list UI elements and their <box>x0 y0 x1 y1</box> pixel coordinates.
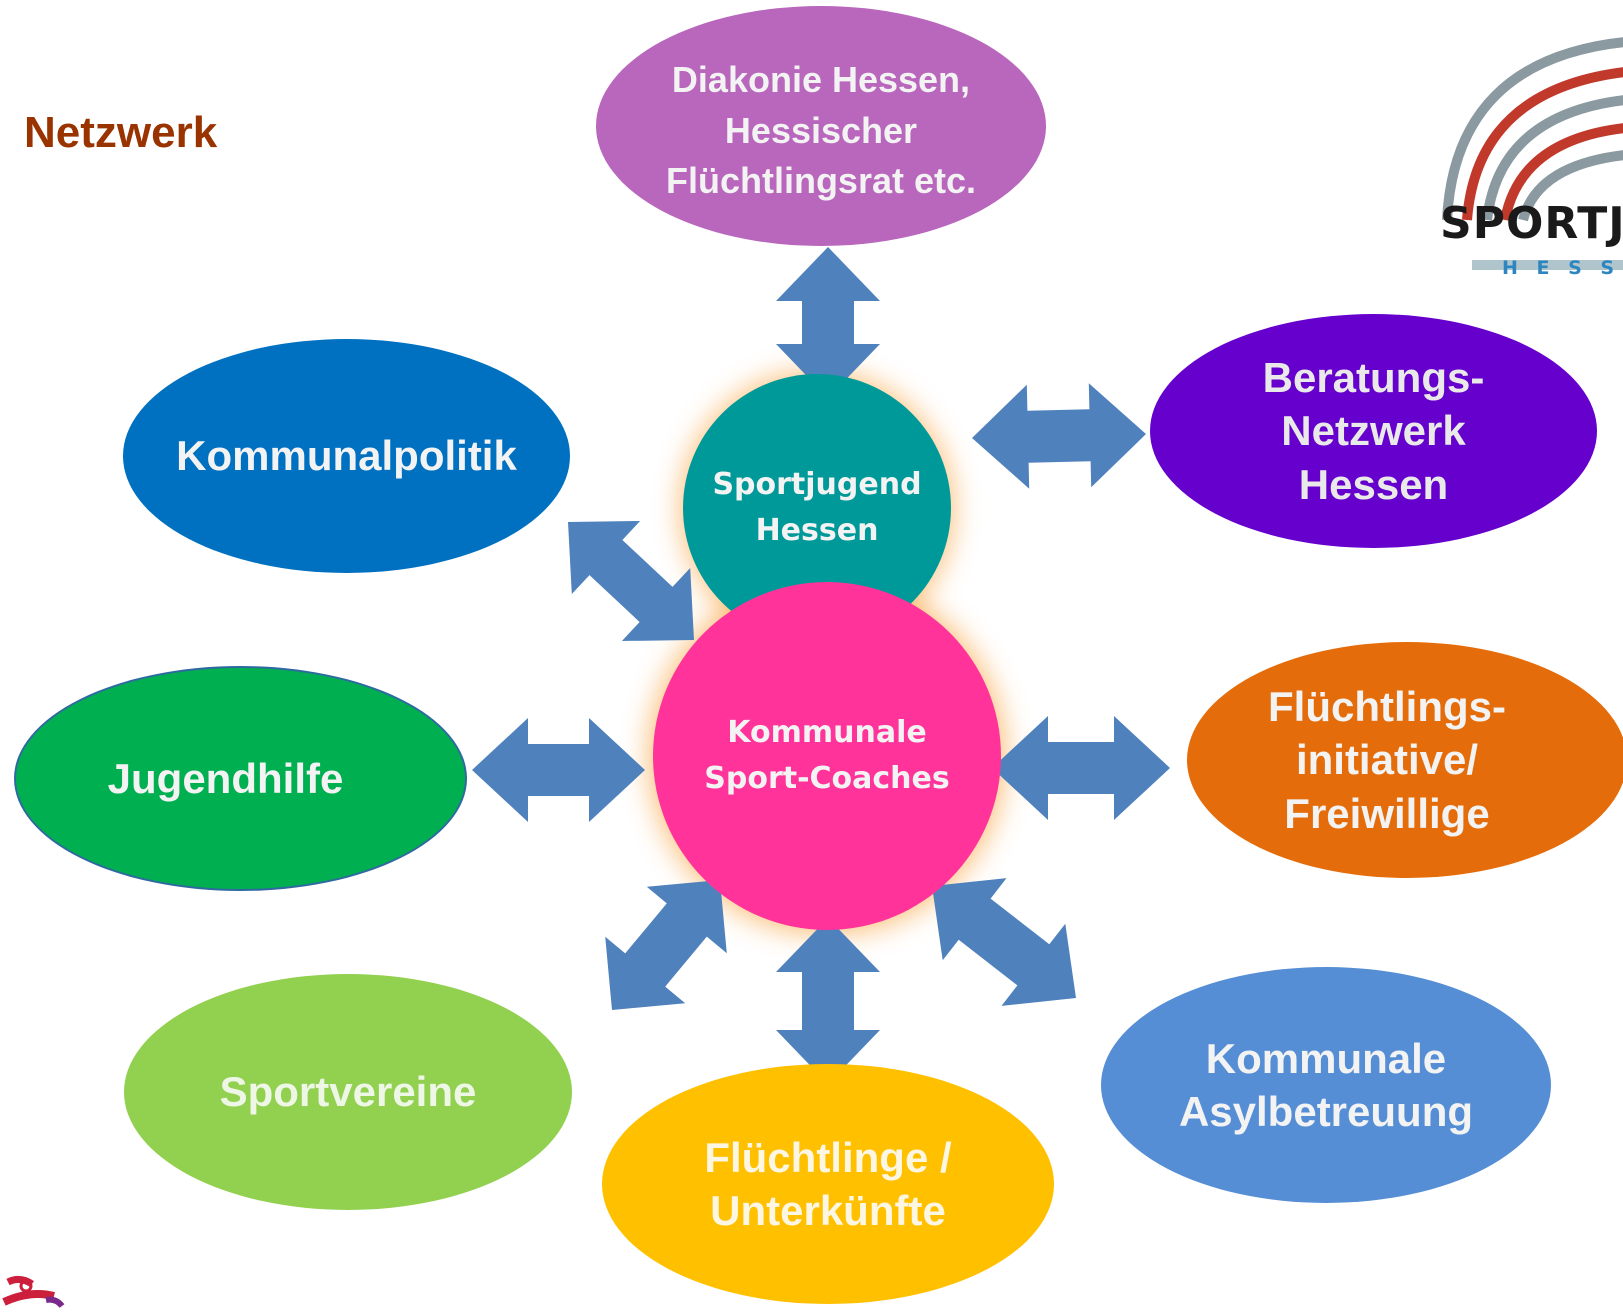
node-fluechtlinge-label: Flüchtlinge / Unterkünfte <box>704 1133 952 1234</box>
node-fluechtlinge: Flüchtlinge / Unterkünfte <box>602 1064 1054 1304</box>
node-jugendhilfe-label: Jugendhilfe <box>107 754 344 802</box>
node-fluechtlingsinitiative: Flüchtlings- initiative/ Freiwillige <box>1187 642 1623 878</box>
node-sportvereine: Sportvereine <box>124 974 572 1210</box>
partner-logo-icon <box>2 1275 65 1308</box>
logo-subtitle: H E S S <box>1502 257 1621 279</box>
node-fluechtlingsinitiative-label: Flüchtlings- initiative/ Freiwillige <box>1268 683 1506 837</box>
node-beratungsnetzwerk: Beratungs- Netzwerk Hessen <box>1150 314 1597 548</box>
arrow-jugendhilfe <box>472 718 645 822</box>
arrow-fluechtlinge <box>776 918 880 1084</box>
node-diakonie-label: Diakonie Hessen, Hessischer Flüchtlingsr… <box>665 59 977 202</box>
logo-wordmark: SPORTJU <box>1440 198 1623 249</box>
page-title: Netzwerk <box>24 108 218 157</box>
arrow-diakonie <box>776 247 880 398</box>
node-sportjugend-label: Sportjugend Hessen <box>712 466 922 549</box>
node-diakonie: Diakonie Hessen, Hessischer Flüchtlingsr… <box>596 6 1046 246</box>
arrow-sportvereine <box>605 880 727 1010</box>
node-kommunalpolitik-label: Kommunalpolitik <box>176 432 517 480</box>
node-beratungsnetzwerk-label: Beratungs- Netzwerk Hessen <box>1262 354 1485 508</box>
arrow-beratungsnetzwerk <box>972 383 1146 489</box>
node-sportvereine-label: Sportvereine <box>219 1068 477 1116</box>
sportjugend-hessen-logo-icon <box>1442 37 1623 270</box>
node-kommunalpolitik: Kommunalpolitik <box>123 339 570 573</box>
node-coaches-label: Kommunale Sport-Coaches <box>704 714 950 797</box>
arrow-fluechtlingsinitiative <box>992 716 1170 820</box>
arrow-asylbetreuung <box>932 878 1076 1006</box>
node-jugendhilfe: Jugendhilfe <box>14 666 467 891</box>
node-coaches: Kommunale Sport-Coaches <box>653 582 1001 930</box>
arrow-kommunalpolitik <box>568 521 694 641</box>
node-asylbetreuung-label: Kommunale Asylbetreuung <box>1178 1034 1474 1135</box>
node-asylbetreuung: Kommunale Asylbetreuung <box>1101 967 1551 1203</box>
